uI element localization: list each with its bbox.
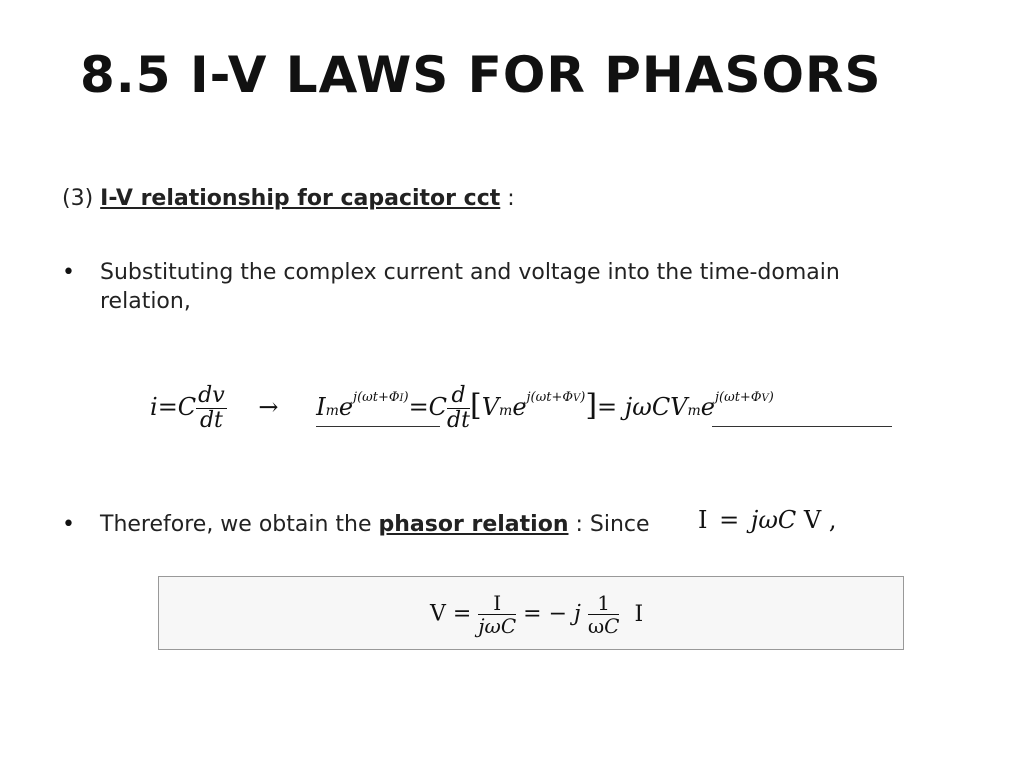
- eq2-I: I: [698, 506, 708, 534]
- eq1-e3: e: [700, 393, 715, 422]
- eq1-lbracket: [: [469, 388, 482, 424]
- box-frac-2-den-C: C: [604, 614, 620, 638]
- eq1-exp-V2: j(ωt+ΦV): [715, 390, 774, 405]
- eq1-equals-3: =: [597, 393, 618, 422]
- eq1-exp-I-sub: I: [399, 393, 404, 405]
- result-box: [158, 576, 904, 650]
- equation-phasor-current: I = jωC V ,: [698, 506, 837, 534]
- heading-prefix: (3): [62, 186, 94, 211]
- eq2-jw: jω: [750, 506, 778, 534]
- eq1-jw: jω: [624, 393, 652, 422]
- eq1-Vm-sub: m: [499, 403, 513, 420]
- eq1-exp-V-close: ): [580, 390, 586, 406]
- box-frac-2-num: 1: [587, 592, 620, 615]
- eq1-exp-I: j(ωt+ΦI): [353, 390, 409, 405]
- eq1-exp-V-text: j(ωt+Φ: [526, 390, 574, 406]
- section-heading: (3) I-V relationship for capacitor cct :: [62, 186, 515, 211]
- eq1-dt2: dt: [447, 408, 470, 434]
- eq1-equals: =: [157, 393, 178, 422]
- eq1-CV: CV: [651, 393, 688, 422]
- eq1-exp-V: j(ωt+ΦV): [527, 390, 586, 405]
- box-minus: −: [548, 601, 568, 627]
- eq1-Im-sub: m: [325, 403, 339, 420]
- heading-label: I-V relationship for capacitor cct: [100, 186, 501, 211]
- bullet-1-line2: relation,: [100, 289, 191, 314]
- eq2-C: C: [777, 506, 797, 534]
- box-frac-1-den: jωC: [478, 615, 516, 637]
- eq1-exp-V2-sub: V: [761, 393, 769, 405]
- heading-suffix: :: [507, 186, 515, 211]
- box-frac-2-den: ωC: [588, 615, 620, 637]
- eq1-dt: dt: [199, 408, 223, 434]
- eq1-exp-I-text: j(ωt+Φ: [353, 390, 400, 406]
- box-frac-1-num: I: [478, 592, 517, 615]
- eq1-Im: I: [316, 393, 326, 422]
- eq1-underline-left: [316, 426, 440, 427]
- eq1-CVm-sub: m: [687, 403, 701, 420]
- box-j: j: [574, 601, 581, 627]
- box-equals: =: [452, 601, 472, 627]
- eq2-comma: ,: [828, 506, 837, 534]
- eq1-equals-2: =: [408, 393, 429, 422]
- eq1-exp-V-sub: V: [573, 393, 581, 405]
- bullet-text-1: Substituting the complex current and vol…: [100, 260, 840, 314]
- eq1-rbracket: ]: [585, 388, 598, 424]
- eq1-C2: C: [428, 393, 448, 422]
- eq1-e2: e: [512, 393, 527, 422]
- eq1-exp-I-close: ): [403, 390, 409, 406]
- eq1-d: d: [447, 383, 470, 410]
- eq1-exp-V2-text: j(ωt+Φ: [715, 390, 762, 406]
- box-I: I: [634, 601, 644, 627]
- bullet-marker-1: •: [62, 260, 75, 285]
- eq1-C: C: [177, 393, 197, 422]
- eq1-dv: dv: [196, 383, 227, 410]
- bullet-1-line1: Substituting the complex current and vol…: [100, 260, 840, 285]
- bullet-2-before: Therefore, we obtain the: [100, 512, 372, 537]
- box-frac-1-den-C: C: [500, 614, 517, 638]
- eq1-e: e: [338, 393, 354, 422]
- bullet-2-emph: phasor relation: [378, 512, 569, 537]
- eq2-equals: =: [719, 506, 740, 534]
- eq1-i: i: [150, 393, 158, 422]
- box-frac-2-den-w: ω: [587, 614, 605, 638]
- eq1-underline-right: [712, 426, 892, 427]
- eq2-V: V: [803, 506, 822, 534]
- box-frac-1-den-jw: jω: [478, 614, 501, 638]
- bullet-marker-2: •: [62, 512, 75, 537]
- box-equals-2: =: [523, 601, 542, 627]
- box-V: V: [430, 601, 446, 627]
- eq1-Vm: V: [481, 393, 500, 422]
- bullet-text-2: Therefore, we obtain the phasor relation…: [100, 512, 650, 537]
- eq1-exp-V2-close: ): [768, 390, 774, 406]
- slide-title: 8.5 I-V LAWS FOR PHASORS: [80, 46, 882, 104]
- bullet-2-after: : Since: [575, 512, 650, 537]
- eq1-arrow: →: [258, 393, 279, 422]
